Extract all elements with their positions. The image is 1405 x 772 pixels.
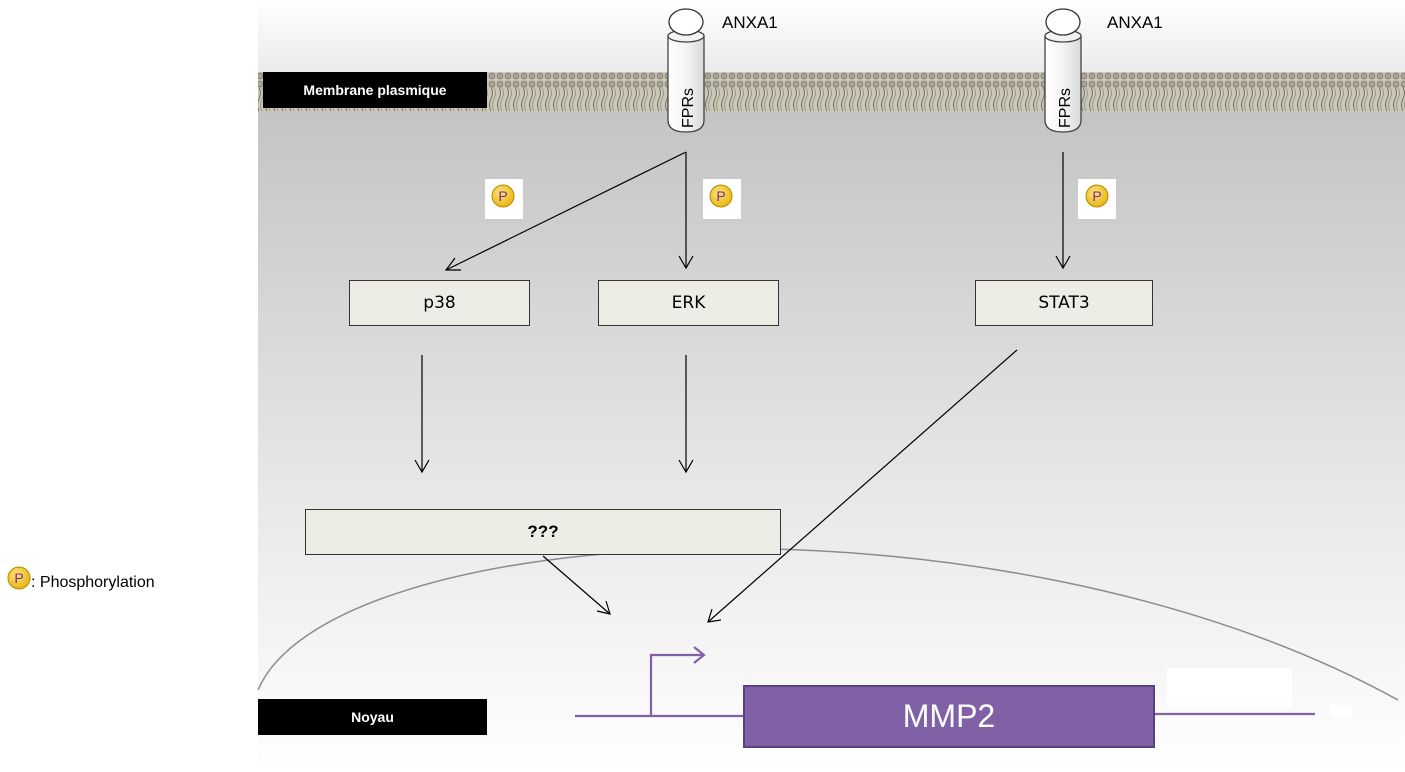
arrow-fpr-to-p38 [445,151,687,271]
arrowhead-stat3-nucleus [707,608,722,623]
arrowhead-stat3 [1055,255,1071,270]
blank-patch-small [1330,705,1352,717]
extracellular-space [258,0,1405,75]
arrow-unknown-to-nucleus [542,555,611,615]
arrowhead-erk-down [678,459,694,474]
phospho-badge-p38: P [485,179,523,219]
arrowhead-p38-down [414,459,430,474]
svg-text:P: P [716,188,725,204]
phospho-badge-erk: P [703,179,741,219]
receptor-label-right: FPRs [1057,88,1074,128]
node-erk: ERK [598,280,779,326]
anxa1-ligand-right [1045,8,1081,36]
transcription-start-arrow [649,653,702,716]
ligand-label-right: ANXA1 [1107,13,1163,32]
arrowhead-p38 [444,257,461,271]
gene-mmp2: MMP2 [743,685,1155,748]
arrow-stat3-to-nucleus [707,349,1018,623]
node-p38: p38 [349,280,530,326]
arrowhead-unknown [596,600,611,615]
legend-text: : Phosphorylation [31,574,155,591]
nucleus-label: Noyau [258,699,487,735]
blank-patch [1167,668,1292,708]
anxa1-ligand-left [668,8,704,36]
arrowhead-erk [678,255,694,270]
svg-text:P: P [1092,188,1101,204]
legend-phospho-icon: P [7,566,31,590]
phospho-badge-stat3: P [1078,179,1116,219]
membrane-label: Membrane plasmique [263,72,487,108]
cytoplasm [258,110,1405,772]
transcription-arrowhead [693,646,706,664]
receptor-label-left: FPRs [680,88,697,128]
node-stat3: STAT3 [975,280,1153,326]
svg-text:P: P [14,570,23,586]
node-unknown: ??? [305,509,781,555]
ligand-label-left: ANXA1 [722,13,778,32]
svg-text:P: P [498,188,507,204]
